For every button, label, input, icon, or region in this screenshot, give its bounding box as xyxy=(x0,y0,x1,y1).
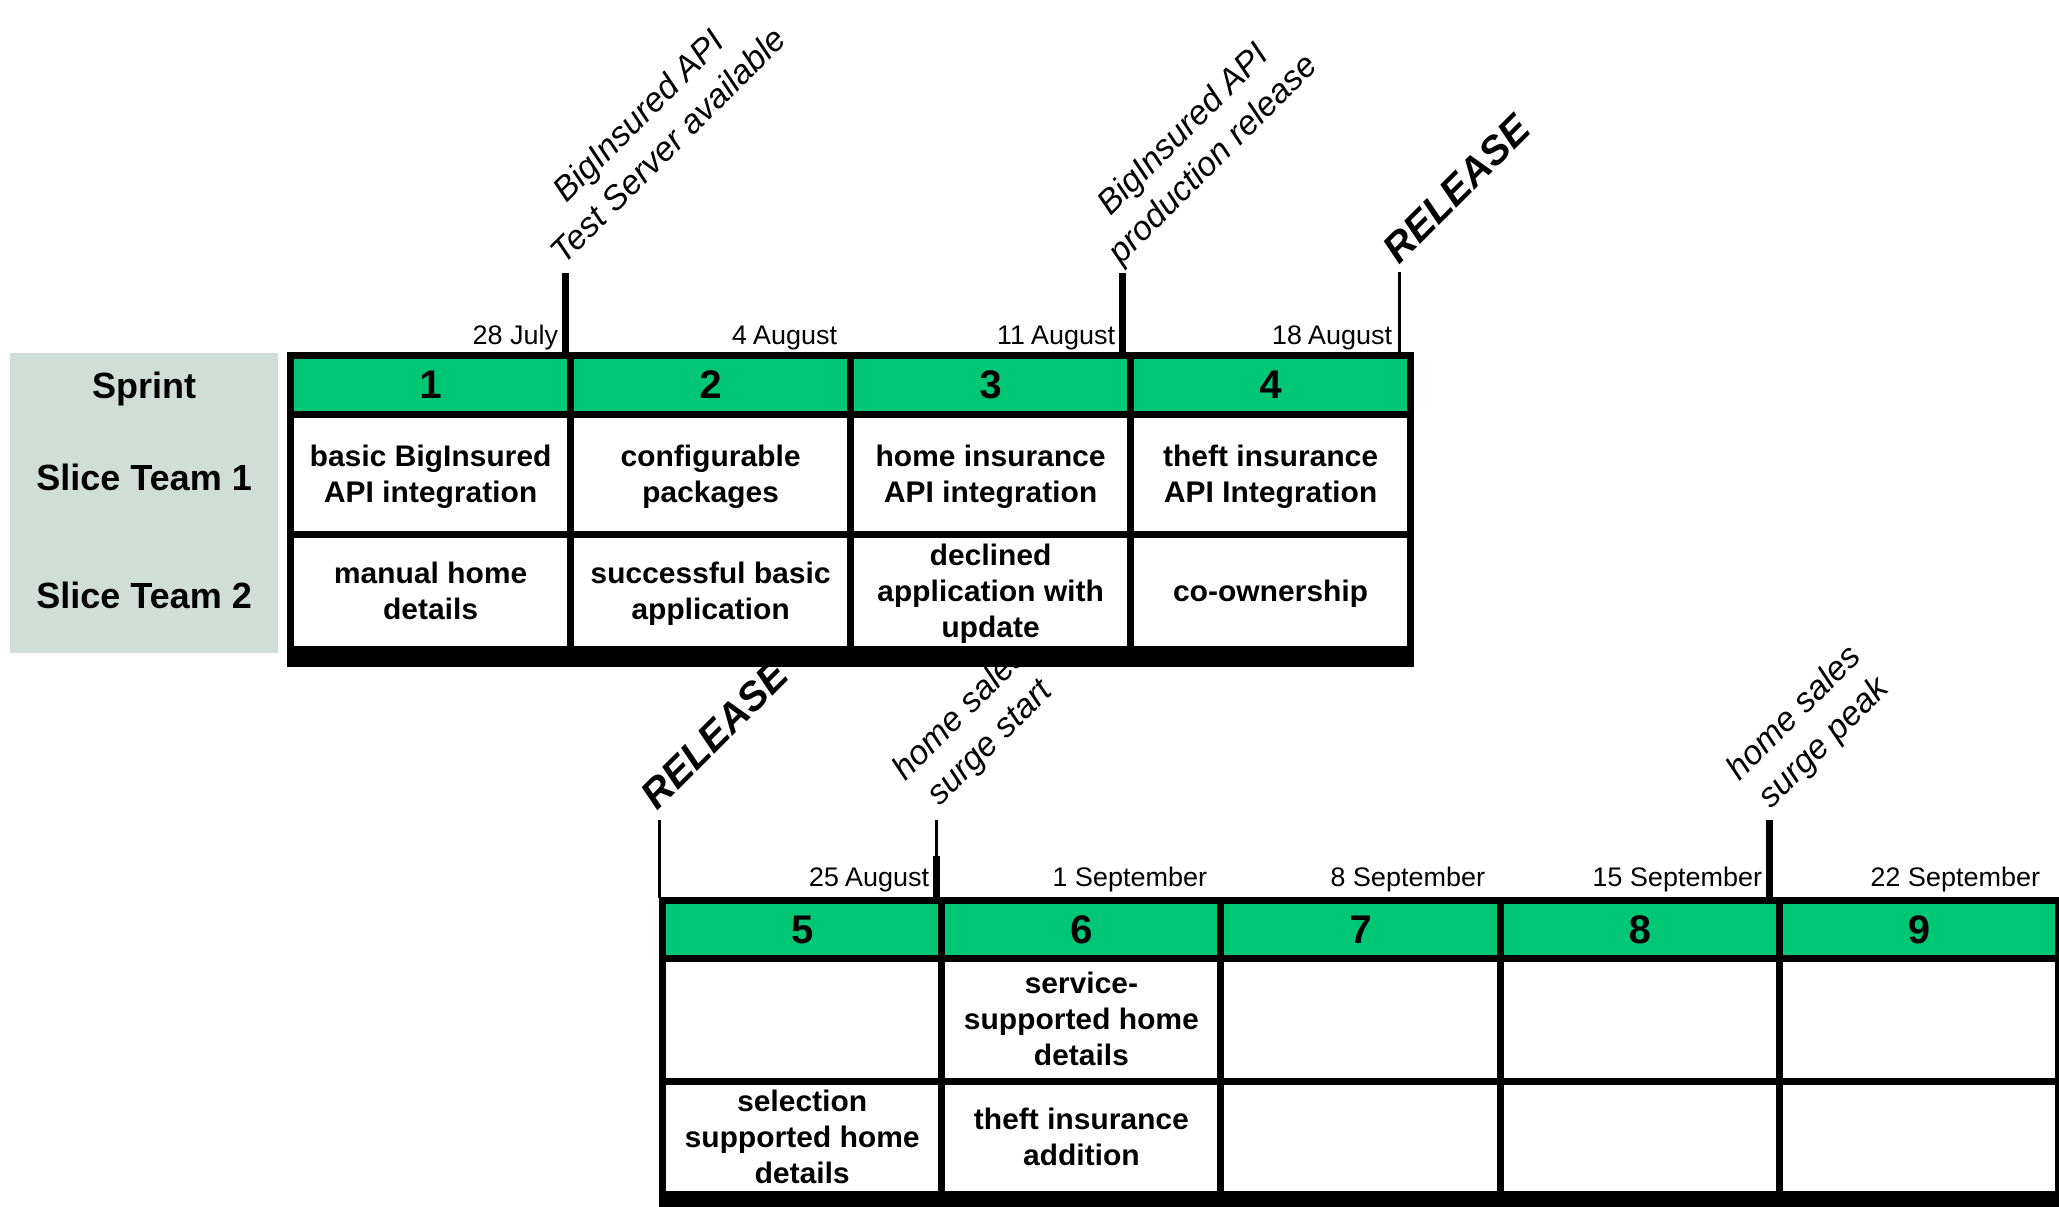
team1-task-sprint9 xyxy=(1782,962,2055,1078)
date-8-september: 8 September xyxy=(1330,862,1485,892)
team2-task-sprint2: successful basic application xyxy=(574,538,847,646)
team2-task-sprint5: selection supported home details xyxy=(666,1085,939,1191)
sprint-cell-1: 1 xyxy=(294,359,567,411)
date-22-september: 22 September xyxy=(1870,862,2040,892)
milestone-production-release-label: BigInsured API production release xyxy=(1069,15,1326,272)
row-label-sprint: Sprint xyxy=(92,364,196,406)
team2-task-sprint4: co-ownership xyxy=(1134,538,1407,646)
date-4-august: 4 August xyxy=(731,320,837,350)
row-label-slice-team-2: Slice Team 2 xyxy=(36,574,252,616)
team1-task-sprint8 xyxy=(1503,962,1776,1078)
sprint-cell-8: 8 xyxy=(1503,904,1776,955)
milestone-test-server-line1: BigInsured API xyxy=(545,22,732,209)
milestone-test-server-label: BigInsured API Test Server available xyxy=(512,0,795,272)
sprint-cell-7: 7 xyxy=(1224,904,1497,955)
team2-task-sprint7 xyxy=(1224,1085,1497,1191)
release-bottom-tick xyxy=(658,820,661,898)
team1-task-sprint1: basic BigInsured API integration xyxy=(294,418,567,531)
date-28-july: 28 July xyxy=(472,320,558,350)
surge-peak-label: home sales surge peak xyxy=(1717,636,1899,818)
team2-task-sprint3: declined application with update xyxy=(854,538,1127,646)
team1-task-sprint3: home insurance API integration xyxy=(854,418,1127,531)
surge-start-tick xyxy=(933,856,940,898)
release-top-label: RELEASE xyxy=(1374,106,1539,272)
sprint-cell-4: 4 xyxy=(1134,359,1407,411)
team2-task-sprint9 xyxy=(1782,1085,2055,1191)
sprint-cell-6: 6 xyxy=(945,904,1218,955)
sprint-cell-2: 2 xyxy=(574,359,847,411)
release-top-tick xyxy=(1398,272,1401,353)
sprint-cell-5: 5 xyxy=(666,904,939,955)
team1-task-sprint5 xyxy=(666,962,939,1078)
sprint-table-2: 5 6 7 8 9 service-supported home details… xyxy=(659,897,2059,1207)
milestone-production-release-tick xyxy=(1119,273,1126,353)
row-label-slice-team-1: Slice Team 1 xyxy=(36,457,252,498)
team1-task-sprint4: theft insurance API Integration xyxy=(1134,418,1407,531)
milestone-test-server-tick xyxy=(562,273,569,353)
team2-task-sprint1: manual home details xyxy=(294,538,567,646)
date-15-september: 15 September xyxy=(1592,862,1762,892)
team1-task-sprint7 xyxy=(1224,962,1497,1078)
date-25-august: 25 August xyxy=(808,862,929,892)
team1-task-sprint6: service-supported home details xyxy=(945,962,1218,1078)
date-1-september: 1 September xyxy=(1052,862,1207,892)
team2-task-sprint6: theft insurance addition xyxy=(945,1085,1218,1191)
team2-task-sprint8 xyxy=(1503,1085,1776,1191)
surge-start-tick-thin xyxy=(935,820,938,860)
date-11-august: 11 August xyxy=(996,320,1115,350)
release-bottom-label: RELEASE xyxy=(632,652,797,818)
row-label-panel: Sprint Slice Team 1 Slice Team 2 xyxy=(10,353,278,653)
team1-task-sprint2: configurable packages xyxy=(574,418,847,531)
date-18-august: 18 August xyxy=(1271,320,1392,350)
sprint-cell-3: 3 xyxy=(854,359,1127,411)
sprint-cell-9: 9 xyxy=(1782,904,2055,955)
sprint-table-1: 1 2 3 4 basic BigInsured API integration… xyxy=(287,352,1414,667)
surge-peak-tick xyxy=(1766,820,1773,898)
